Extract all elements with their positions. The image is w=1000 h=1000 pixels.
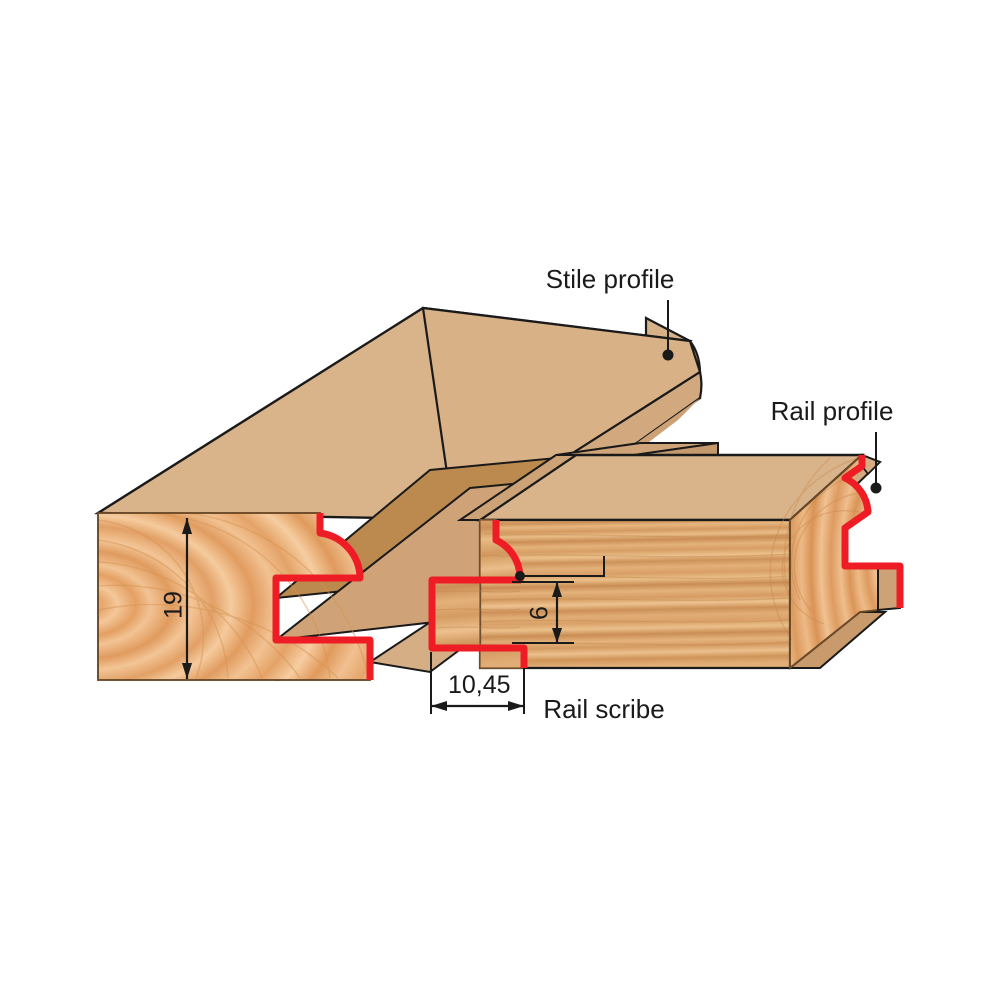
dimension-19-arrow-bottom — [182, 663, 192, 679]
rail-scribe-label: Rail scribe — [543, 694, 664, 724]
rail-front-grain-lines — [479, 533, 791, 646]
stile-profile-highlight — [272, 513, 374, 680]
rail-profile-label: Rail profile — [771, 396, 894, 426]
dimension-6-leader — [520, 556, 605, 577]
dimension-1045-arrow-right — [508, 701, 524, 711]
dimension-layer: 19 6 10,45 — [160, 518, 605, 714]
rail-part — [428, 441, 904, 670]
dimension-1045-arrow-left — [431, 701, 447, 711]
dimension-1045: 10,45 — [430, 652, 525, 714]
dimension-6-arrow-top — [552, 582, 562, 597]
stile-profile-leader-dot — [662, 349, 674, 361]
rail-scribe-highlight — [428, 520, 528, 668]
dimension-6-leader-dot — [515, 571, 525, 581]
dimension-6-arrow-bottom — [552, 628, 562, 643]
callout-layer: Stile profile Rail profile Rail scribe — [543, 264, 893, 724]
rail-profile-leader-dot — [870, 482, 882, 494]
dimension-1045-text: 10,45 — [448, 671, 511, 699]
dimension-19: 19 — [160, 518, 192, 679]
stile-profile-label: Stile profile — [546, 264, 675, 294]
dimension-19-arrow-top — [182, 518, 192, 534]
callout-stile-profile: Stile profile — [546, 264, 675, 361]
rail-scribe-recess-plane — [456, 454, 580, 521]
rail-scribe-grain-lines — [435, 533, 521, 629]
rail-profile-highlight — [841, 455, 904, 608]
callout-rail-scribe: Rail scribe — [543, 694, 664, 724]
dimension-6-text: 6 — [526, 606, 554, 620]
dimension-19-text: 19 — [160, 591, 188, 619]
callout-rail-profile: Rail profile — [771, 396, 894, 494]
dimension-6: 6 — [512, 556, 605, 644]
